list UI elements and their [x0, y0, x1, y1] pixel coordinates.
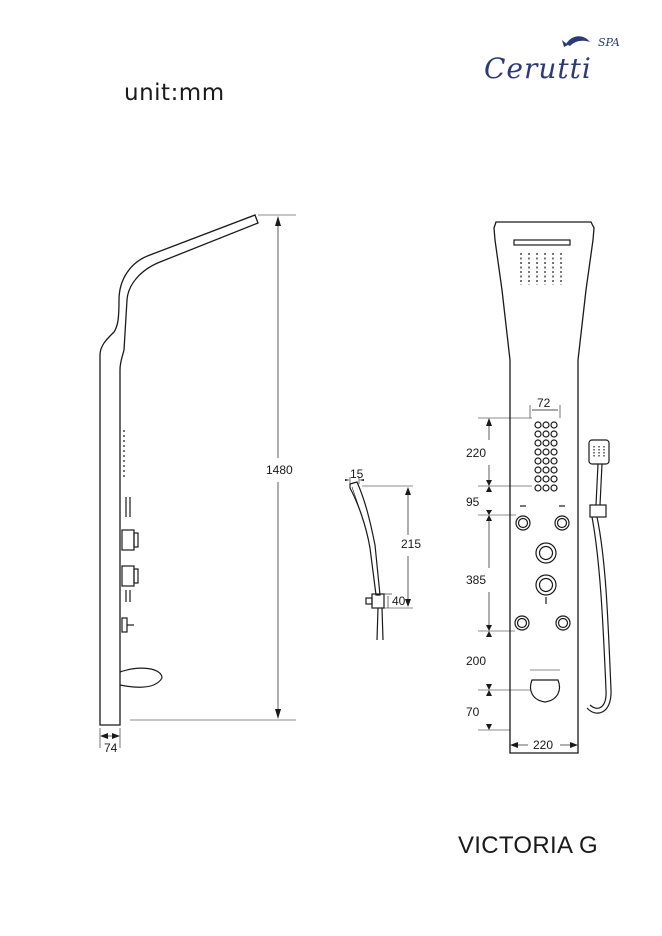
front-view: [478, 221, 612, 754]
dim-hand-shower-width: 15: [350, 467, 364, 481]
dim-depth: 74: [104, 741, 118, 755]
dim-70: 70: [466, 705, 480, 719]
hand-shower-view: [345, 477, 413, 641]
unit-label: unit:mm: [124, 80, 225, 106]
brand-suffix: SPA: [598, 36, 620, 49]
side-view: [99, 214, 296, 748]
dim-jets-width: 72: [537, 396, 551, 410]
brand-logo: SPA Cerutti: [484, 30, 624, 100]
dim-95: 95: [466, 495, 480, 509]
brand-name: Cerutti: [484, 52, 592, 85]
dolphin-icon: [562, 36, 590, 47]
dim-220-top: 220: [466, 446, 486, 460]
dim-385: 385: [466, 573, 486, 587]
dim-hand-shower-holder: 40: [392, 594, 406, 608]
dim-panel-width: 220: [533, 738, 553, 752]
body-jets: [534, 421, 558, 492]
model-name: VICTORIA G: [458, 832, 598, 859]
dim-hand-shower-length: 215: [401, 537, 421, 551]
dim-height-total: 1480: [266, 463, 293, 477]
dim-200: 200: [466, 654, 486, 668]
